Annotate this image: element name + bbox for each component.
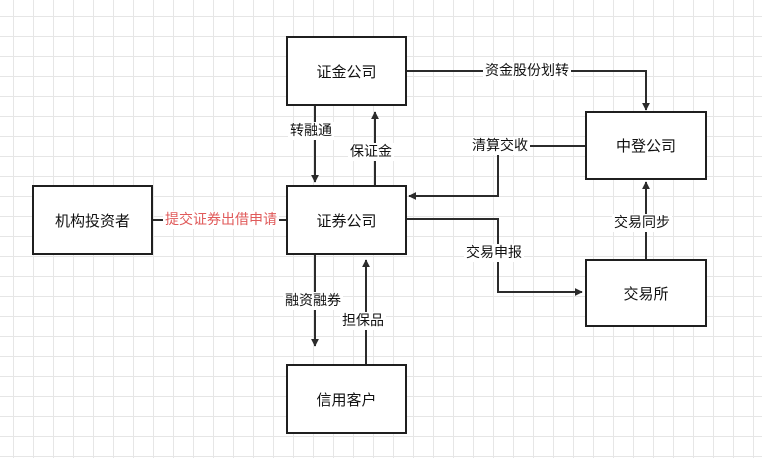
node-label: 机构投资者 — [54, 211, 130, 230]
label-refinancing: 转融通 — [288, 122, 334, 140]
node-label: 证金公司 — [316, 62, 377, 81]
node-label: 中登公司 — [615, 137, 676, 155]
label-fund-share-transfer: 资金股份划转 — [483, 62, 571, 80]
node-securities-finance[interactable]: 证金公司 — [286, 36, 407, 106]
label-margin-deposit: 保证金 — [348, 143, 394, 161]
node-credit-client[interactable]: 信用客户 — [286, 364, 407, 434]
node-label: 信用客户 — [316, 390, 377, 409]
label-collateral: 担保品 — [340, 312, 386, 330]
label-clearing-settlement: 清算交收 — [470, 137, 530, 155]
node-exchange[interactable]: 交易所 — [585, 259, 707, 327]
node-label: 证券公司 — [316, 211, 377, 230]
label-trade-sync: 交易同步 — [612, 214, 672, 232]
label-lending-request: 提交证券出借申请 — [163, 211, 279, 229]
node-label: 交易所 — [623, 284, 669, 303]
node-broker[interactable]: 证券公司 — [286, 185, 407, 255]
node-clearing[interactable]: 中登公司 — [585, 111, 707, 180]
node-institution[interactable]: 机构投资者 — [32, 185, 153, 255]
label-order-report: 交易申报 — [464, 244, 524, 262]
label-margin-trading: 融资融券 — [283, 292, 343, 310]
edge-clearing-settlement — [408, 145, 585, 200]
